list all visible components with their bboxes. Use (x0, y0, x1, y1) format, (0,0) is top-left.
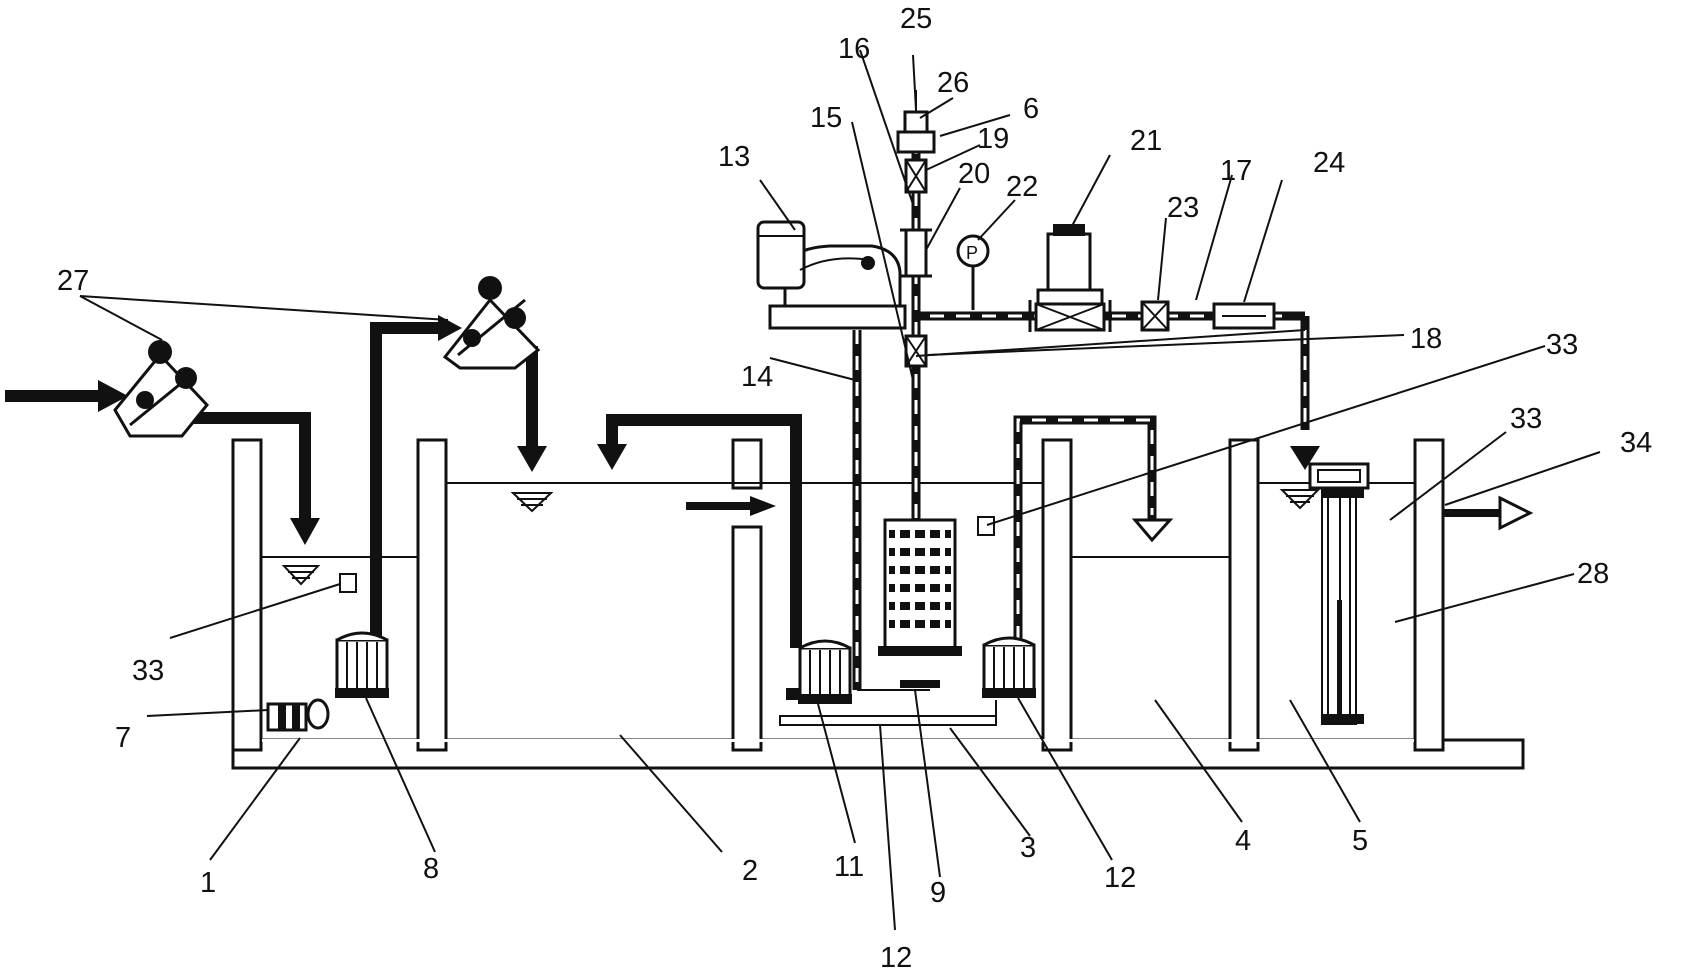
label-3: 3 (1020, 832, 1036, 864)
label-23: 23 (1167, 192, 1199, 224)
valve-19 (904, 158, 928, 194)
mixer-7 (266, 698, 330, 732)
air-pipe-14 (852, 330, 930, 691)
label-28: 28 (1577, 558, 1609, 590)
label-17: 17 (1220, 155, 1252, 187)
level-sensor-33-tank3 (977, 516, 995, 536)
numeric-labels: 27 25 16 26 6 15 19 21 13 20 17 24 22 23… (57, 3, 1652, 974)
label-22: 22 (1006, 171, 1038, 203)
label-21: 21 (1130, 125, 1162, 157)
rotary-screen-1 (113, 340, 209, 438)
label-16: 16 (838, 33, 870, 65)
suction-pump-21 (1028, 224, 1112, 332)
label-18: 18 (1410, 323, 1442, 355)
floor-seam (262, 739, 1414, 742)
submersible-pump-11 (786, 639, 852, 704)
label-33-left: 33 (132, 655, 164, 687)
label-27: 27 (57, 265, 89, 297)
water-level-symbol (510, 492, 554, 513)
flow-arrows (5, 315, 802, 660)
wall-tank4-tank5 (1228, 438, 1260, 752)
label-7: 7 (115, 722, 131, 754)
label-12-bottom: 12 (880, 942, 912, 974)
svg-text:P: P (966, 243, 978, 263)
tank-base (231, 738, 1525, 770)
label-33-right: 33 (1510, 403, 1542, 435)
label-33-top: 33 (1546, 329, 1578, 361)
bottom-pipe-12 (779, 700, 997, 726)
water-level-symbol (281, 565, 321, 586)
label-12-right: 12 (1104, 862, 1136, 894)
tank4-return-pipe (1013, 415, 1174, 645)
submersible-pump-8 (335, 631, 389, 698)
label-1: 1 (200, 867, 216, 899)
label-14: 14 (741, 361, 773, 393)
label-13: 13 (718, 141, 750, 173)
label-24: 24 (1313, 147, 1345, 179)
flowmeter-24 (1212, 302, 1276, 330)
final-effluent-arrow (1443, 495, 1534, 531)
wall-tank3-tank4 (1041, 438, 1073, 752)
outer-left-wall (231, 438, 263, 752)
label-19: 19 (977, 123, 1009, 155)
label-6: 6 (1023, 93, 1039, 125)
rotary-screen-2 (442, 276, 541, 370)
label-9: 9 (930, 877, 946, 909)
flowmeter-20 (900, 228, 932, 278)
overflow-baffle (731, 438, 763, 490)
leader-lines (79, 49, 1601, 931)
screen2-outlet-arrow (520, 346, 538, 448)
suction-pipe-17 (915, 311, 1310, 430)
submersible-pump-12 (982, 636, 1036, 698)
label-15: 15 (810, 102, 842, 134)
water-levels (262, 482, 1414, 586)
label-34: 34 (1620, 427, 1652, 459)
effluent-drop-arrow (1290, 446, 1320, 470)
pump8-riser-arrow (370, 322, 440, 660)
pressure-gauge-22: P (956, 234, 990, 310)
wall-tank2-tank3 (731, 525, 763, 752)
level-sensor-33-tank1 (339, 573, 357, 593)
label-4: 4 (1235, 825, 1251, 857)
pump11-return-arrow (606, 414, 802, 648)
tank-structure (231, 438, 1525, 770)
water-level-symbol (1279, 489, 1321, 510)
label-5: 5 (1352, 825, 1368, 857)
filter-column-28 (1308, 462, 1370, 725)
wall-tank1-tank2 (416, 438, 448, 752)
label-2: 2 (742, 855, 758, 887)
label-20: 20 (958, 158, 990, 190)
outer-right-wall (1413, 438, 1445, 752)
label-8: 8 (423, 853, 439, 885)
membrane-module-9 (878, 518, 962, 688)
label-25: 25 (900, 3, 932, 35)
label-26: 26 (937, 67, 969, 99)
screen1-outlet-arrow (188, 412, 311, 518)
valve-23 (1140, 300, 1170, 332)
label-11: 11 (834, 851, 864, 883)
blower-13 (756, 220, 907, 330)
